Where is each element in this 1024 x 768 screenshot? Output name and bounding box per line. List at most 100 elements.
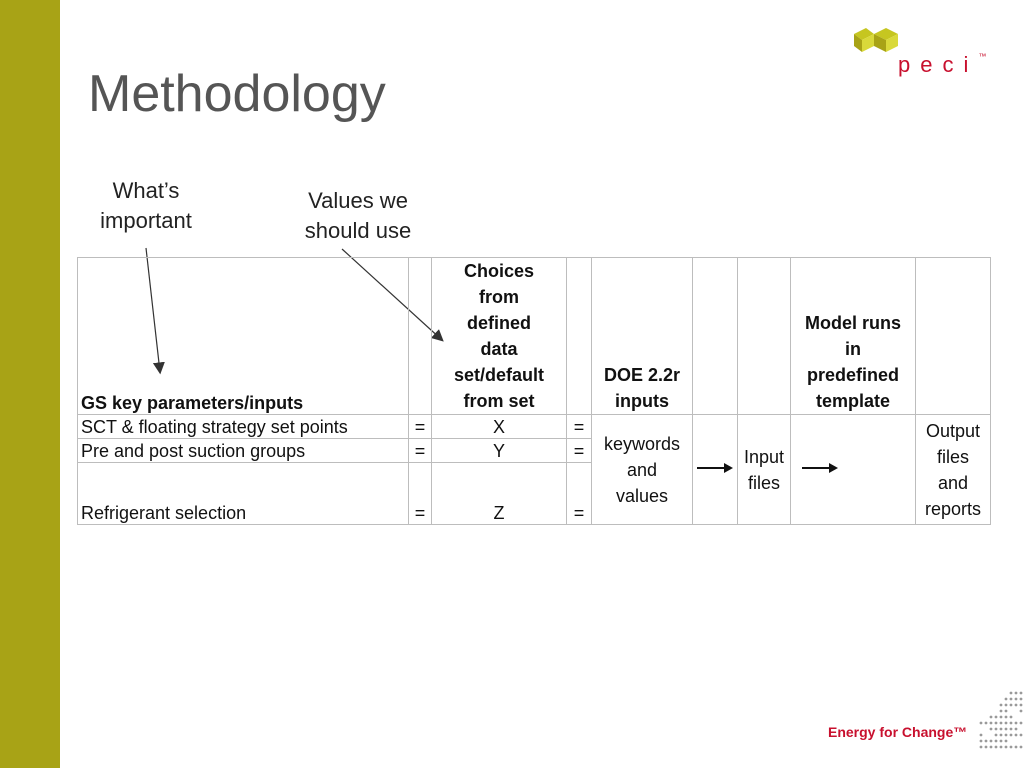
header-line: DOE 2.2r xyxy=(595,362,689,388)
dot xyxy=(1010,722,1013,725)
dot xyxy=(980,722,983,725)
dot xyxy=(1005,734,1008,737)
header-line: inputs xyxy=(595,388,689,414)
param-cell: SCT & floating strategy set points xyxy=(78,415,409,439)
dot xyxy=(1000,728,1003,731)
dot xyxy=(1005,716,1008,719)
tagline: Energy for Change™ xyxy=(828,724,967,740)
dot xyxy=(1000,710,1003,713)
empty-cell xyxy=(916,258,991,415)
dot xyxy=(985,746,988,749)
dot xyxy=(1020,722,1023,725)
dot xyxy=(1010,692,1013,695)
dot xyxy=(980,746,983,749)
table-row: SCT & floating strategy set points = X =… xyxy=(78,415,991,439)
dot xyxy=(995,722,998,725)
keywords-cell: keywords and values xyxy=(592,415,693,525)
dot xyxy=(1005,746,1008,749)
header-model-runs: Model runs in predefined template xyxy=(791,258,916,415)
dot xyxy=(1015,692,1018,695)
arrow-right-icon xyxy=(696,461,734,475)
param-cell: Pre and post suction groups xyxy=(78,439,409,463)
value-cell: Z xyxy=(432,463,567,525)
dot xyxy=(1000,704,1003,707)
header-line: Model runs xyxy=(794,310,912,336)
logo-wordmark: peci xyxy=(898,52,978,77)
dot xyxy=(980,734,983,737)
header-line: template xyxy=(794,388,912,414)
dot xyxy=(1005,728,1008,731)
arrow-cell xyxy=(693,415,738,525)
header-line: from set xyxy=(435,388,563,414)
output-line: files xyxy=(919,444,987,470)
dot xyxy=(1015,698,1018,701)
header-doe-inputs: DOE 2.2r inputs xyxy=(592,258,693,415)
dot xyxy=(1010,746,1013,749)
arrow-right-icon xyxy=(801,461,839,475)
header-line: defined xyxy=(435,310,563,336)
dot xyxy=(1010,734,1013,737)
output-cell: Output files and reports xyxy=(916,415,991,525)
param-cell: Refrigerant selection xyxy=(78,463,409,525)
input-files-line: Input xyxy=(741,444,787,470)
dots-pattern-icon xyxy=(978,690,1024,750)
dot xyxy=(1005,704,1008,707)
dot xyxy=(1020,692,1023,695)
output-line: and xyxy=(919,470,987,496)
equals-cell: = xyxy=(567,415,592,439)
dot xyxy=(1015,722,1018,725)
dot xyxy=(1015,734,1018,737)
equals-cell: = xyxy=(567,463,592,525)
dot xyxy=(1005,698,1008,701)
input-files-line: files xyxy=(741,470,787,496)
dot xyxy=(1020,746,1023,749)
value-cell: X xyxy=(432,415,567,439)
dot xyxy=(995,728,998,731)
dot xyxy=(1000,746,1003,749)
equals-cell: = xyxy=(409,439,432,463)
dot xyxy=(1015,704,1018,707)
dot xyxy=(995,740,998,743)
header-line: set/default xyxy=(435,362,563,388)
keywords-line: and xyxy=(595,457,689,483)
dot xyxy=(1000,722,1003,725)
dot xyxy=(990,716,993,719)
dot xyxy=(995,746,998,749)
dot xyxy=(1010,698,1013,701)
dot xyxy=(1000,740,1003,743)
dot xyxy=(1000,716,1003,719)
dot xyxy=(1010,728,1013,731)
dot xyxy=(995,716,998,719)
arrow-cell xyxy=(791,415,916,525)
keywords-line: values xyxy=(595,483,689,509)
dot xyxy=(1020,710,1023,713)
dot xyxy=(1015,746,1018,749)
dot xyxy=(1010,704,1013,707)
equals-cell: = xyxy=(409,415,432,439)
logo-cube-icon xyxy=(852,24,900,56)
dot xyxy=(1010,716,1013,719)
header-gs-key-parameters: GS key parameters/inputs xyxy=(78,258,409,415)
header-choices: Choices from defined data set/default fr… xyxy=(432,258,567,415)
empty-cell xyxy=(409,258,432,415)
input-files-cell: Input files xyxy=(738,415,791,525)
dot xyxy=(995,734,998,737)
dot xyxy=(985,740,988,743)
empty-cell xyxy=(738,258,791,415)
header-line: from xyxy=(435,284,563,310)
keywords-line: keywords xyxy=(595,431,689,457)
output-line: Output xyxy=(919,418,987,444)
dot xyxy=(1005,710,1008,713)
dot xyxy=(990,722,993,725)
dot xyxy=(980,740,983,743)
dot xyxy=(990,728,993,731)
logo-text: peci™ xyxy=(898,52,986,78)
equals-cell: = xyxy=(567,439,592,463)
dot xyxy=(1020,704,1023,707)
logo-trademark: ™ xyxy=(978,52,986,61)
dot xyxy=(1005,740,1008,743)
dot xyxy=(1000,734,1003,737)
header-line: in xyxy=(794,336,912,362)
dot xyxy=(990,740,993,743)
dot xyxy=(1020,698,1023,701)
